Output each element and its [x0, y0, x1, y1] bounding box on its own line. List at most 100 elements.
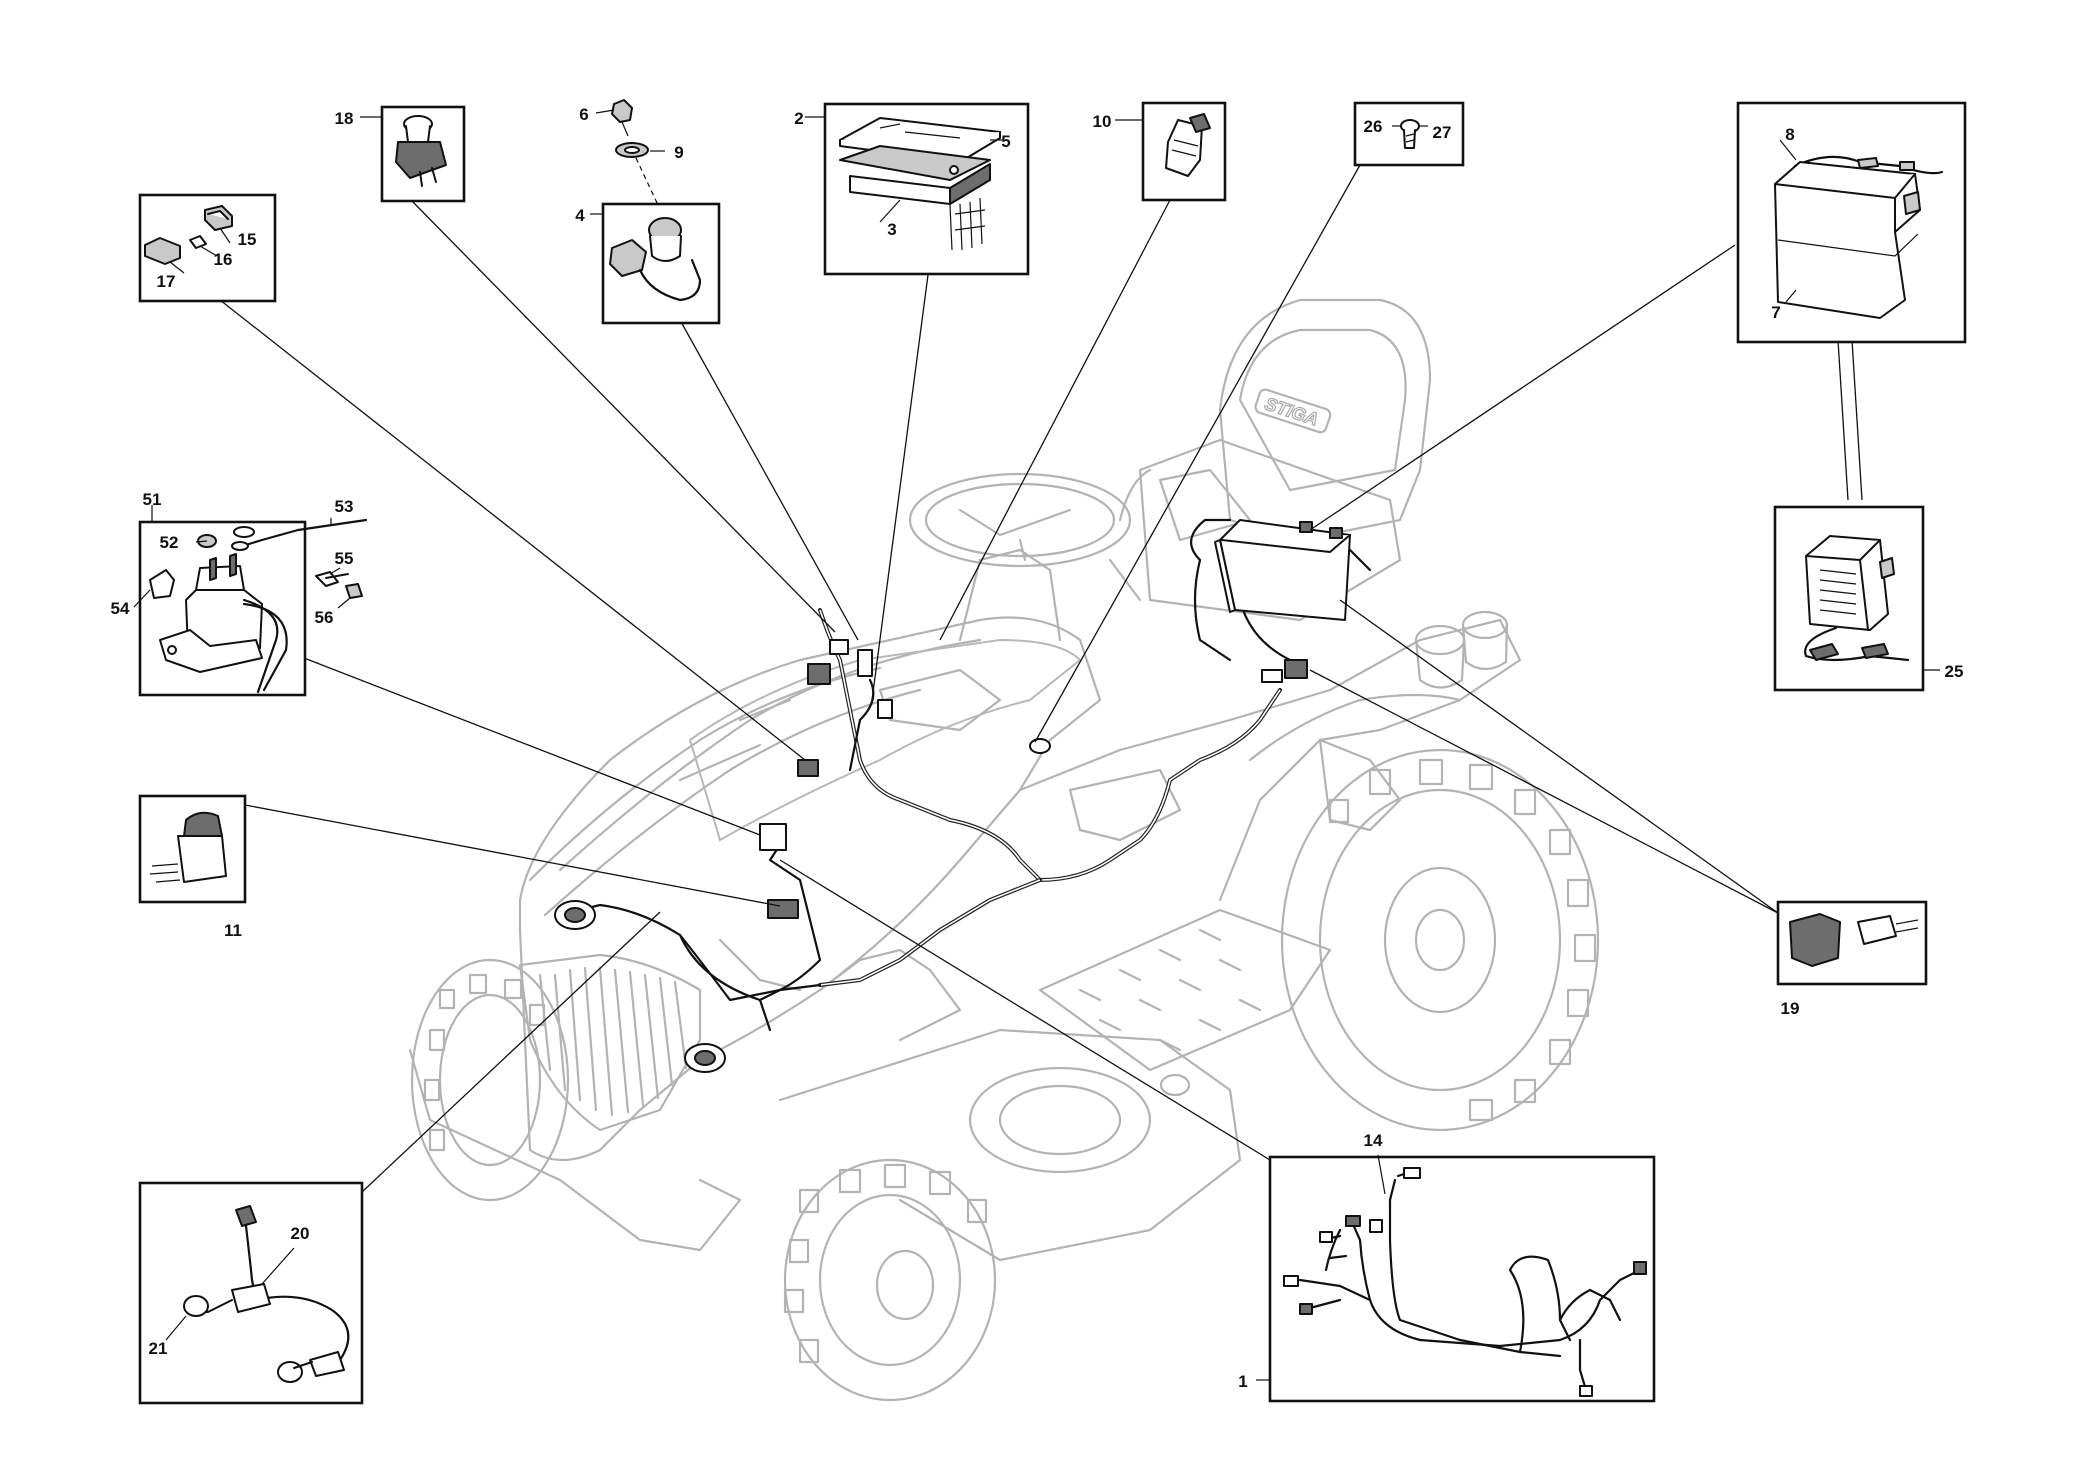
box-relay[interactable] — [1141, 101, 1227, 202]
callout-10: 10 — [1093, 112, 1112, 131]
headlight-wire-1 — [244, 1224, 258, 1302]
callout-4: 4 — [575, 206, 585, 225]
box-screw[interactable] — [1353, 101, 1465, 167]
callout-56: 56 — [315, 608, 334, 627]
key-washer-hole — [624, 146, 640, 154]
ignition-body — [649, 235, 682, 262]
harness-plug-h — [1579, 1385, 1593, 1397]
switch-pins — [419, 167, 437, 187]
charger-vents — [1819, 569, 1857, 615]
connector-on-tractor — [1261, 659, 1308, 683]
key-dashed-guide — [635, 157, 659, 206]
callout-53: 53 — [335, 497, 354, 516]
callout-labels: 18 6 9 4 2 5 3 10 26 27 8 7 25 19 15 16 … — [111, 105, 1964, 1391]
relay-lines — [1171, 139, 1199, 157]
harness-plug-5 — [797, 759, 819, 777]
solenoid-nut-56 — [345, 583, 363, 599]
callout-19: 19 — [1781, 999, 1800, 1018]
callout-6: 6 — [579, 105, 588, 124]
harness-plug-e — [1403, 1167, 1421, 1179]
solenoid-bracket — [159, 629, 263, 673]
charger-edges — [1805, 539, 1881, 631]
callout-1: 1 — [1238, 1372, 1247, 1391]
callout-8: 8 — [1785, 125, 1794, 144]
harness-plug-1 — [807, 663, 831, 685]
front-right-wheel — [783, 1158, 997, 1402]
harness-plug-3 — [857, 649, 873, 677]
harness-plug-f — [1369, 1219, 1383, 1233]
solenoid-terminals — [209, 553, 237, 581]
box-charger[interactable] — [1773, 505, 1925, 692]
box-switch[interactable] — [138, 794, 247, 904]
board-cover-detail — [879, 123, 961, 139]
key-shaft — [621, 121, 629, 137]
solenoid-ring — [233, 526, 255, 538]
solenoid-cable-53 — [234, 518, 368, 550]
harness-main-2 — [1388, 1198, 1562, 1358]
harness-plug-6 — [759, 823, 787, 851]
callout-16: 16 — [214, 250, 233, 269]
headlight-wire-2 — [254, 1295, 350, 1362]
harness-branch-right-2 — [1558, 1288, 1622, 1322]
box-connector[interactable] — [1776, 900, 1928, 986]
fuse-15 — [204, 205, 233, 231]
harness-plug-7 — [767, 899, 799, 919]
box-ignition-switch[interactable] — [601, 202, 721, 325]
battery-strap-clips — [1857, 157, 1915, 171]
battery-terminal — [1903, 191, 1921, 215]
callout-17: 17 — [157, 272, 176, 291]
bulb-2-glass — [277, 1361, 303, 1383]
callout-26: 26 — [1364, 117, 1383, 136]
switch-body — [395, 141, 447, 179]
cable-eye — [231, 541, 249, 551]
harness-plug-4 — [877, 699, 893, 719]
callout-3: 3 — [887, 220, 896, 239]
harness-plug-b — [1319, 1231, 1333, 1243]
fuse-17 — [144, 237, 181, 265]
ignition-key — [611, 99, 633, 123]
box-wiring-harness[interactable] — [1268, 1155, 1656, 1403]
callout-25: 25 — [1945, 662, 1964, 681]
callout-27: 27 — [1433, 123, 1452, 142]
solenoid-wire-1 — [242, 598, 279, 694]
harness-branch-left-2 — [1308, 1298, 1342, 1310]
screw-thread — [1405, 133, 1415, 143]
rear-wheel — [1280, 748, 1600, 1132]
callout-20: 20 — [291, 1224, 310, 1243]
fuse-15-top — [207, 210, 229, 220]
callout-2: 2 — [794, 109, 803, 128]
box-seat-switch[interactable] — [380, 105, 466, 203]
headlight-connector — [235, 1205, 257, 1227]
callout-ticks — [133, 109, 1940, 1381]
harness-plug-c — [1283, 1275, 1299, 1287]
box-control-board[interactable] — [823, 102, 1030, 276]
callout-15: 15 — [238, 230, 257, 249]
front-left-wheel — [410, 958, 570, 1202]
callout-11: 11 — [224, 921, 242, 940]
bracket-hole — [167, 645, 177, 655]
callout-51: 51 — [143, 490, 162, 509]
box-battery[interactable] — [1736, 101, 1967, 344]
charger-clamps — [1809, 643, 1889, 661]
ignition-wire — [638, 258, 702, 302]
harness-plug-g — [1633, 1261, 1647, 1275]
connector-terminal — [1857, 915, 1897, 945]
harness-routing — [554, 518, 1372, 1073]
callout-18: 18 — [335, 109, 354, 128]
callout-9: 9 — [674, 143, 683, 162]
charger-plug-prongs — [1879, 557, 1895, 579]
box-headlight[interactable] — [138, 1181, 364, 1405]
fuse-16 — [189, 235, 207, 249]
board-connector — [949, 197, 986, 251]
seat-logo: STIGA — [1254, 388, 1332, 434]
callout-55: 55 — [335, 549, 354, 568]
relay-body — [1165, 119, 1203, 177]
ignition-key-group — [611, 99, 659, 206]
box-fuse-set[interactable] — [138, 193, 277, 303]
box-solenoid[interactable] — [138, 518, 368, 697]
harness-branch-right-1 — [1508, 1255, 1572, 1354]
grommet — [1029, 738, 1051, 754]
callout-21: 21 — [149, 1339, 168, 1358]
charger-cable — [1804, 626, 1910, 662]
battery-on-tractor — [1190, 518, 1372, 621]
